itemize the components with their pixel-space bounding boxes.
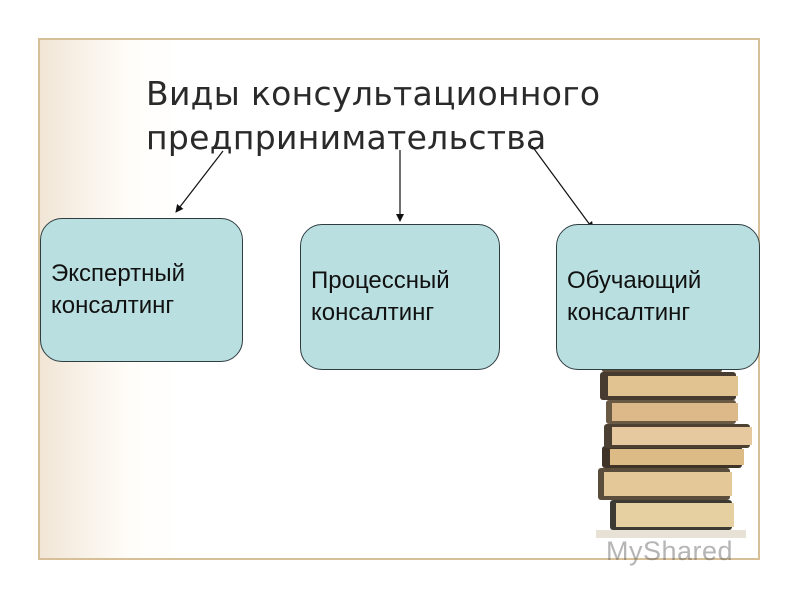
title-line-2: предпринимательства xyxy=(146,118,547,157)
box-process-line-2: консалтинг xyxy=(311,299,435,326)
title-line-1: Виды консультационного xyxy=(146,74,601,113)
myshared-logo-icon: MyShared xyxy=(606,536,733,567)
books-stack-icon xyxy=(596,360,752,538)
box-expert-consulting: Экспертный консалтинг xyxy=(40,218,243,362)
page-title: Виды консультационного предпринимательст… xyxy=(146,72,706,160)
watermark-text: MyShared xyxy=(606,536,734,566)
box-training-line-2: консалтинг xyxy=(567,299,691,326)
box-expert-line-2: консалтинг xyxy=(51,292,175,319)
box-process-line-1: Процессный xyxy=(311,267,450,294)
arrow-down-left-icon xyxy=(175,150,224,213)
box-process-consulting: Процессный консалтинг xyxy=(300,224,500,370)
box-training-consulting: Обучающий консалтинг xyxy=(556,224,760,370)
box-training-line-1: Обучающий xyxy=(567,267,702,294)
arrow-down-right-icon xyxy=(531,145,594,230)
box-expert-line-1: Экспертный xyxy=(51,260,186,287)
